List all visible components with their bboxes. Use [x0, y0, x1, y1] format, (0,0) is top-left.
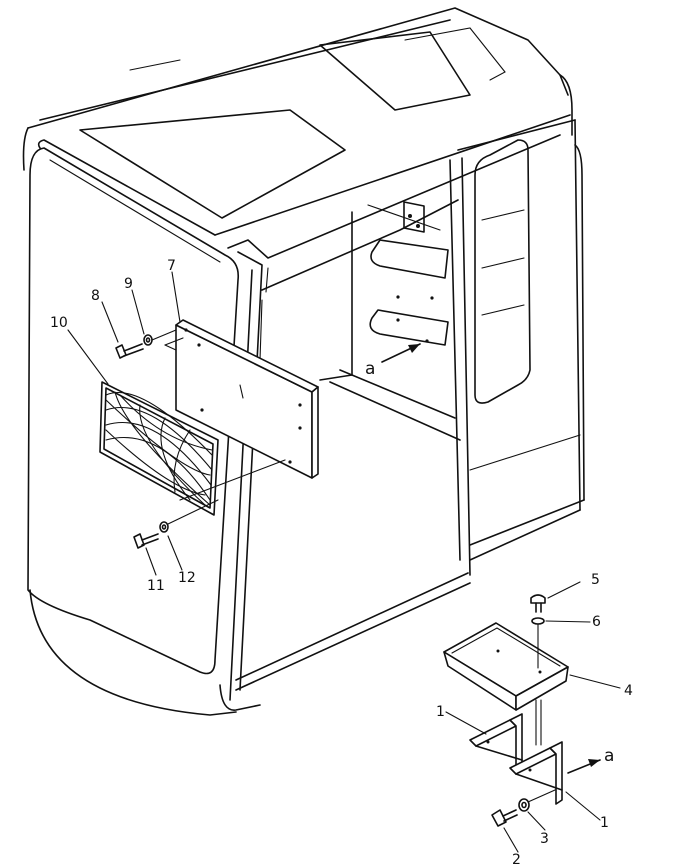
callout-10: 10 [50, 315, 68, 331]
plate-panel [164, 319, 319, 479]
roof-hatch-small [319, 31, 471, 111]
washer-tray [531, 617, 545, 625]
bolt-lower [133, 533, 159, 549]
bolt-bracket [491, 809, 518, 827]
callout-4: 4 [624, 683, 633, 699]
roof-hatch-large [79, 109, 346, 219]
callout-2: 2 [512, 852, 521, 866]
storage-net [99, 381, 219, 516]
callout-5: 5 [591, 572, 600, 588]
callout-11: 11 [147, 578, 165, 594]
callout-1-left: 1 [436, 704, 445, 720]
callout-3: 3 [540, 831, 549, 847]
view-mark-bracket: a [604, 746, 614, 766]
callout-8: 8 [91, 288, 100, 304]
callout-1-right: 1 [600, 815, 609, 831]
callout-9: 9 [124, 276, 133, 292]
bolt-upper [115, 343, 144, 359]
bracket-right [509, 741, 563, 805]
operator-cab [22, 7, 585, 716]
left-window [27, 147, 240, 675]
callout-6: 6 [592, 614, 601, 630]
callout-7: 7 [167, 258, 176, 274]
view-mark-cab: a [365, 359, 375, 379]
tray [443, 622, 569, 711]
callout-12: 12 [178, 570, 196, 586]
bolt-tray [530, 594, 546, 613]
hinge-plate [403, 201, 425, 233]
door-window [474, 139, 531, 404]
bracket-left [469, 713, 523, 775]
